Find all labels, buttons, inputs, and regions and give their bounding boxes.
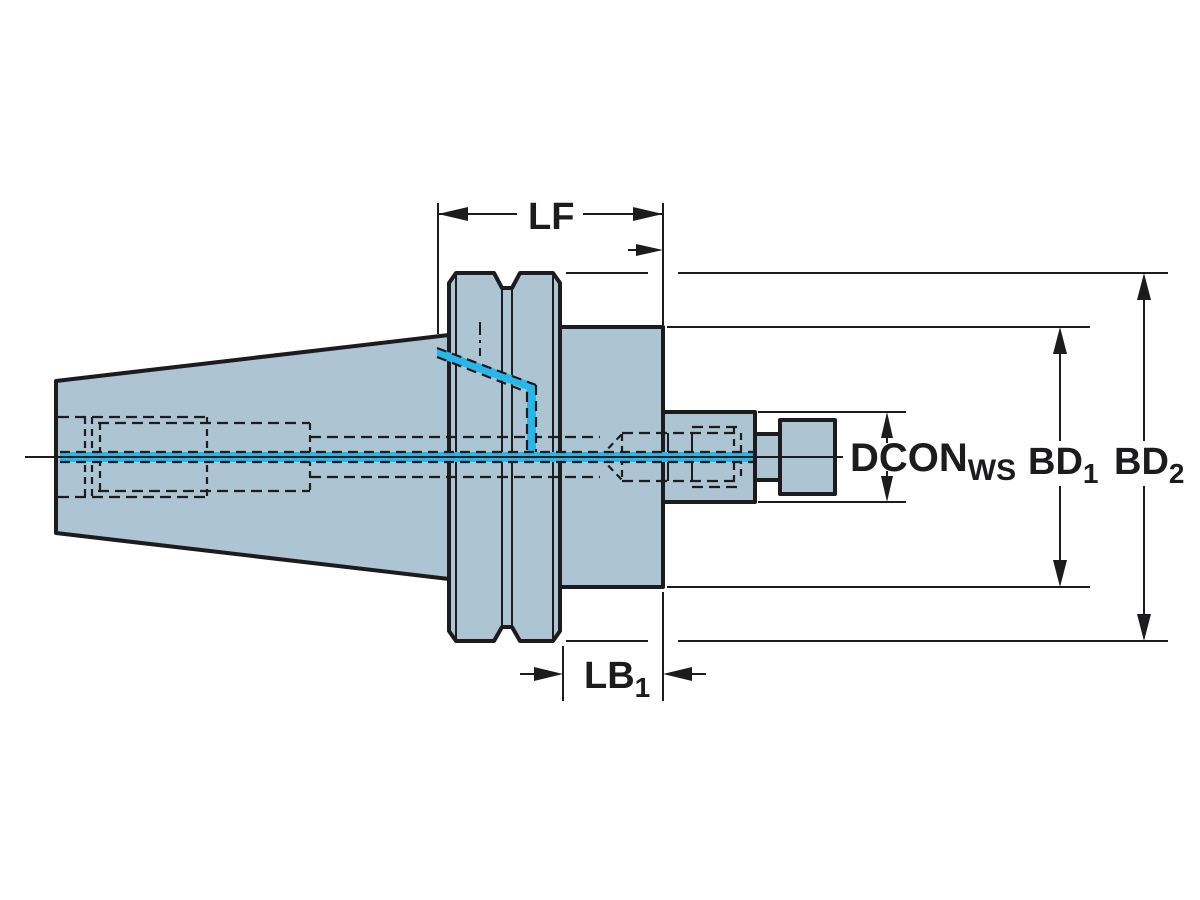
lf-label: LF — [528, 196, 574, 238]
dimension-lb1: LB1 — [520, 592, 706, 703]
gauge-arrowhead — [636, 244, 663, 256]
bd1-arrowhead-bottom — [1053, 560, 1067, 587]
lb1-arrowhead-right — [663, 667, 692, 681]
hidden-bore-lines — [58, 415, 743, 499]
bd2-arrowhead-top — [1137, 273, 1151, 300]
bd1-label: BD1 — [1028, 441, 1098, 489]
coolant-entry-vertical — [527, 384, 536, 452]
bd1-arrowhead-top — [1053, 327, 1067, 354]
dcon-label: DCONWS — [850, 436, 1016, 487]
dcon-arrowhead-top — [881, 412, 893, 438]
coolant-diag-edge-top — [436, 346, 537, 387]
dimension-lf: LF — [437, 196, 664, 334]
dcon-arrowhead-bottom — [881, 476, 893, 502]
coolant-diag-edge-bottom — [436, 355, 528, 394]
dimension-bd1: BD1 — [667, 326, 1098, 588]
dimension-bd2: BD2 — [566, 272, 1184, 642]
dimension-dcon: DCONWS — [758, 411, 1016, 503]
lf-arrowhead-left — [438, 207, 468, 221]
bd2-label: BD2 — [1114, 441, 1184, 489]
lb1-arrowhead-left — [534, 667, 563, 681]
lf-arrowhead-right — [633, 207, 663, 221]
coolant-entry-diagonal — [437, 348, 536, 393]
lb1-label: LB1 — [584, 655, 650, 703]
bd2-arrowhead-bottom — [1137, 614, 1151, 641]
